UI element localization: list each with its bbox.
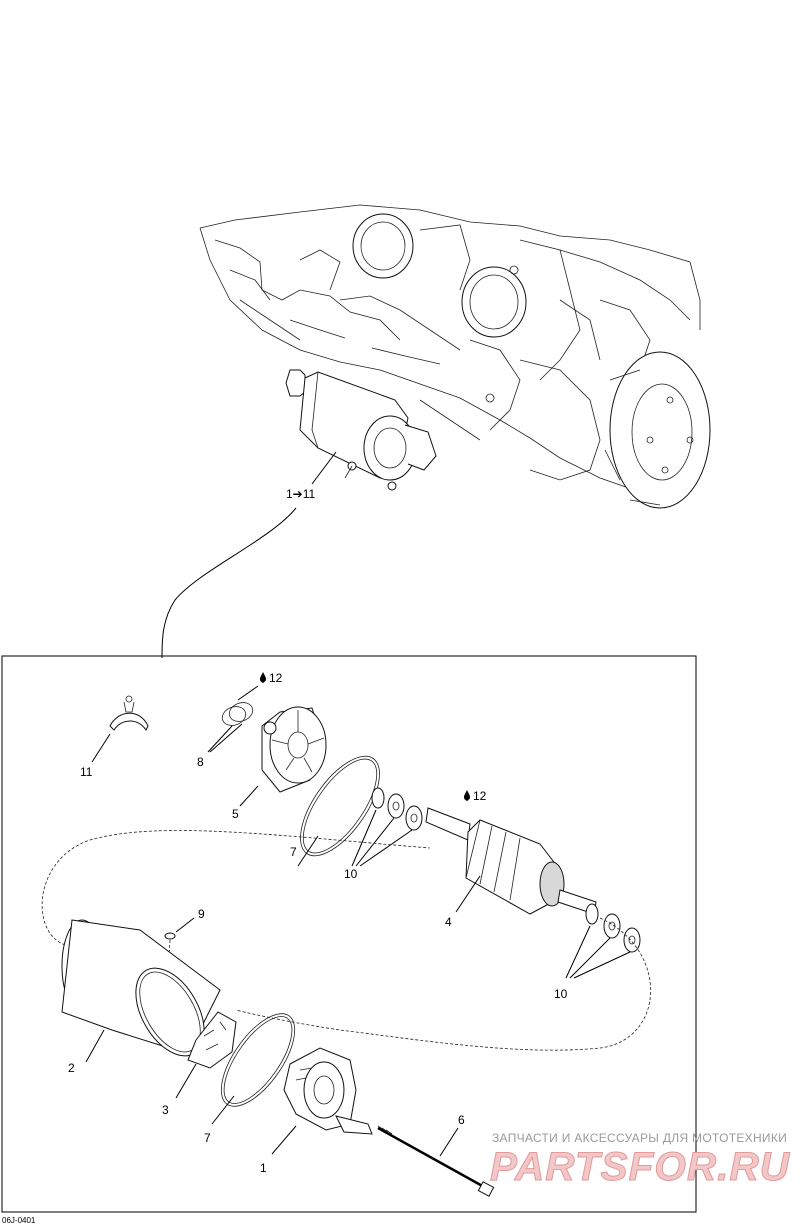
callout-9: 9 (198, 907, 205, 921)
lube-drop-icon (259, 672, 267, 683)
callout-11: 11 (80, 765, 93, 779)
part-5-drive-housing (261, 706, 327, 793)
callout-12-mid: 12 (473, 789, 487, 803)
alignment-loop (41, 830, 652, 1051)
callout-3: 3 (162, 1103, 169, 1117)
watermark-tagline: ЗАПЧАСТИ И АКСЕССУАРЫ ДЛЯ МОТОТЕХНИКИ (492, 1131, 787, 1145)
part-4-armature (425, 807, 597, 915)
part-11-clip (109, 695, 149, 731)
callout-10-lower: 10 (554, 987, 568, 1001)
callout-2: 2 (68, 1061, 75, 1075)
part-10-washers-lower (585, 903, 641, 953)
callout-7-lower: 7 (204, 1131, 211, 1145)
callout-10-upper: 10 (344, 867, 358, 881)
callout-12-top: 12 (269, 671, 283, 685)
callout-assembly: 1➔11 (286, 487, 316, 501)
part-2-yoke-housing (61, 919, 221, 1057)
callout-8: 8 (197, 755, 204, 769)
part-8-o-rings (221, 702, 254, 726)
part-3-brush-holder (187, 1011, 237, 1069)
watermark-brand: PARTSFOR.RU (490, 1145, 790, 1189)
engine-illustration (199, 204, 711, 509)
part-6-through-bolt (377, 1125, 495, 1197)
part-1-end-cover (283, 1047, 373, 1135)
diagram-code: 06J-0401 (2, 1216, 36, 1225)
exploded-view-frame (1, 655, 697, 1213)
callout-4: 4 (445, 915, 452, 929)
callout-1: 1 (260, 1161, 267, 1175)
callout-6: 6 (458, 1113, 465, 1127)
leader-curve (161, 507, 297, 659)
callout-7-upper: 7 (290, 845, 297, 859)
part-10-washers-upper (371, 787, 423, 831)
callout-5: 5 (232, 807, 239, 821)
part-9-cap (164, 932, 176, 940)
